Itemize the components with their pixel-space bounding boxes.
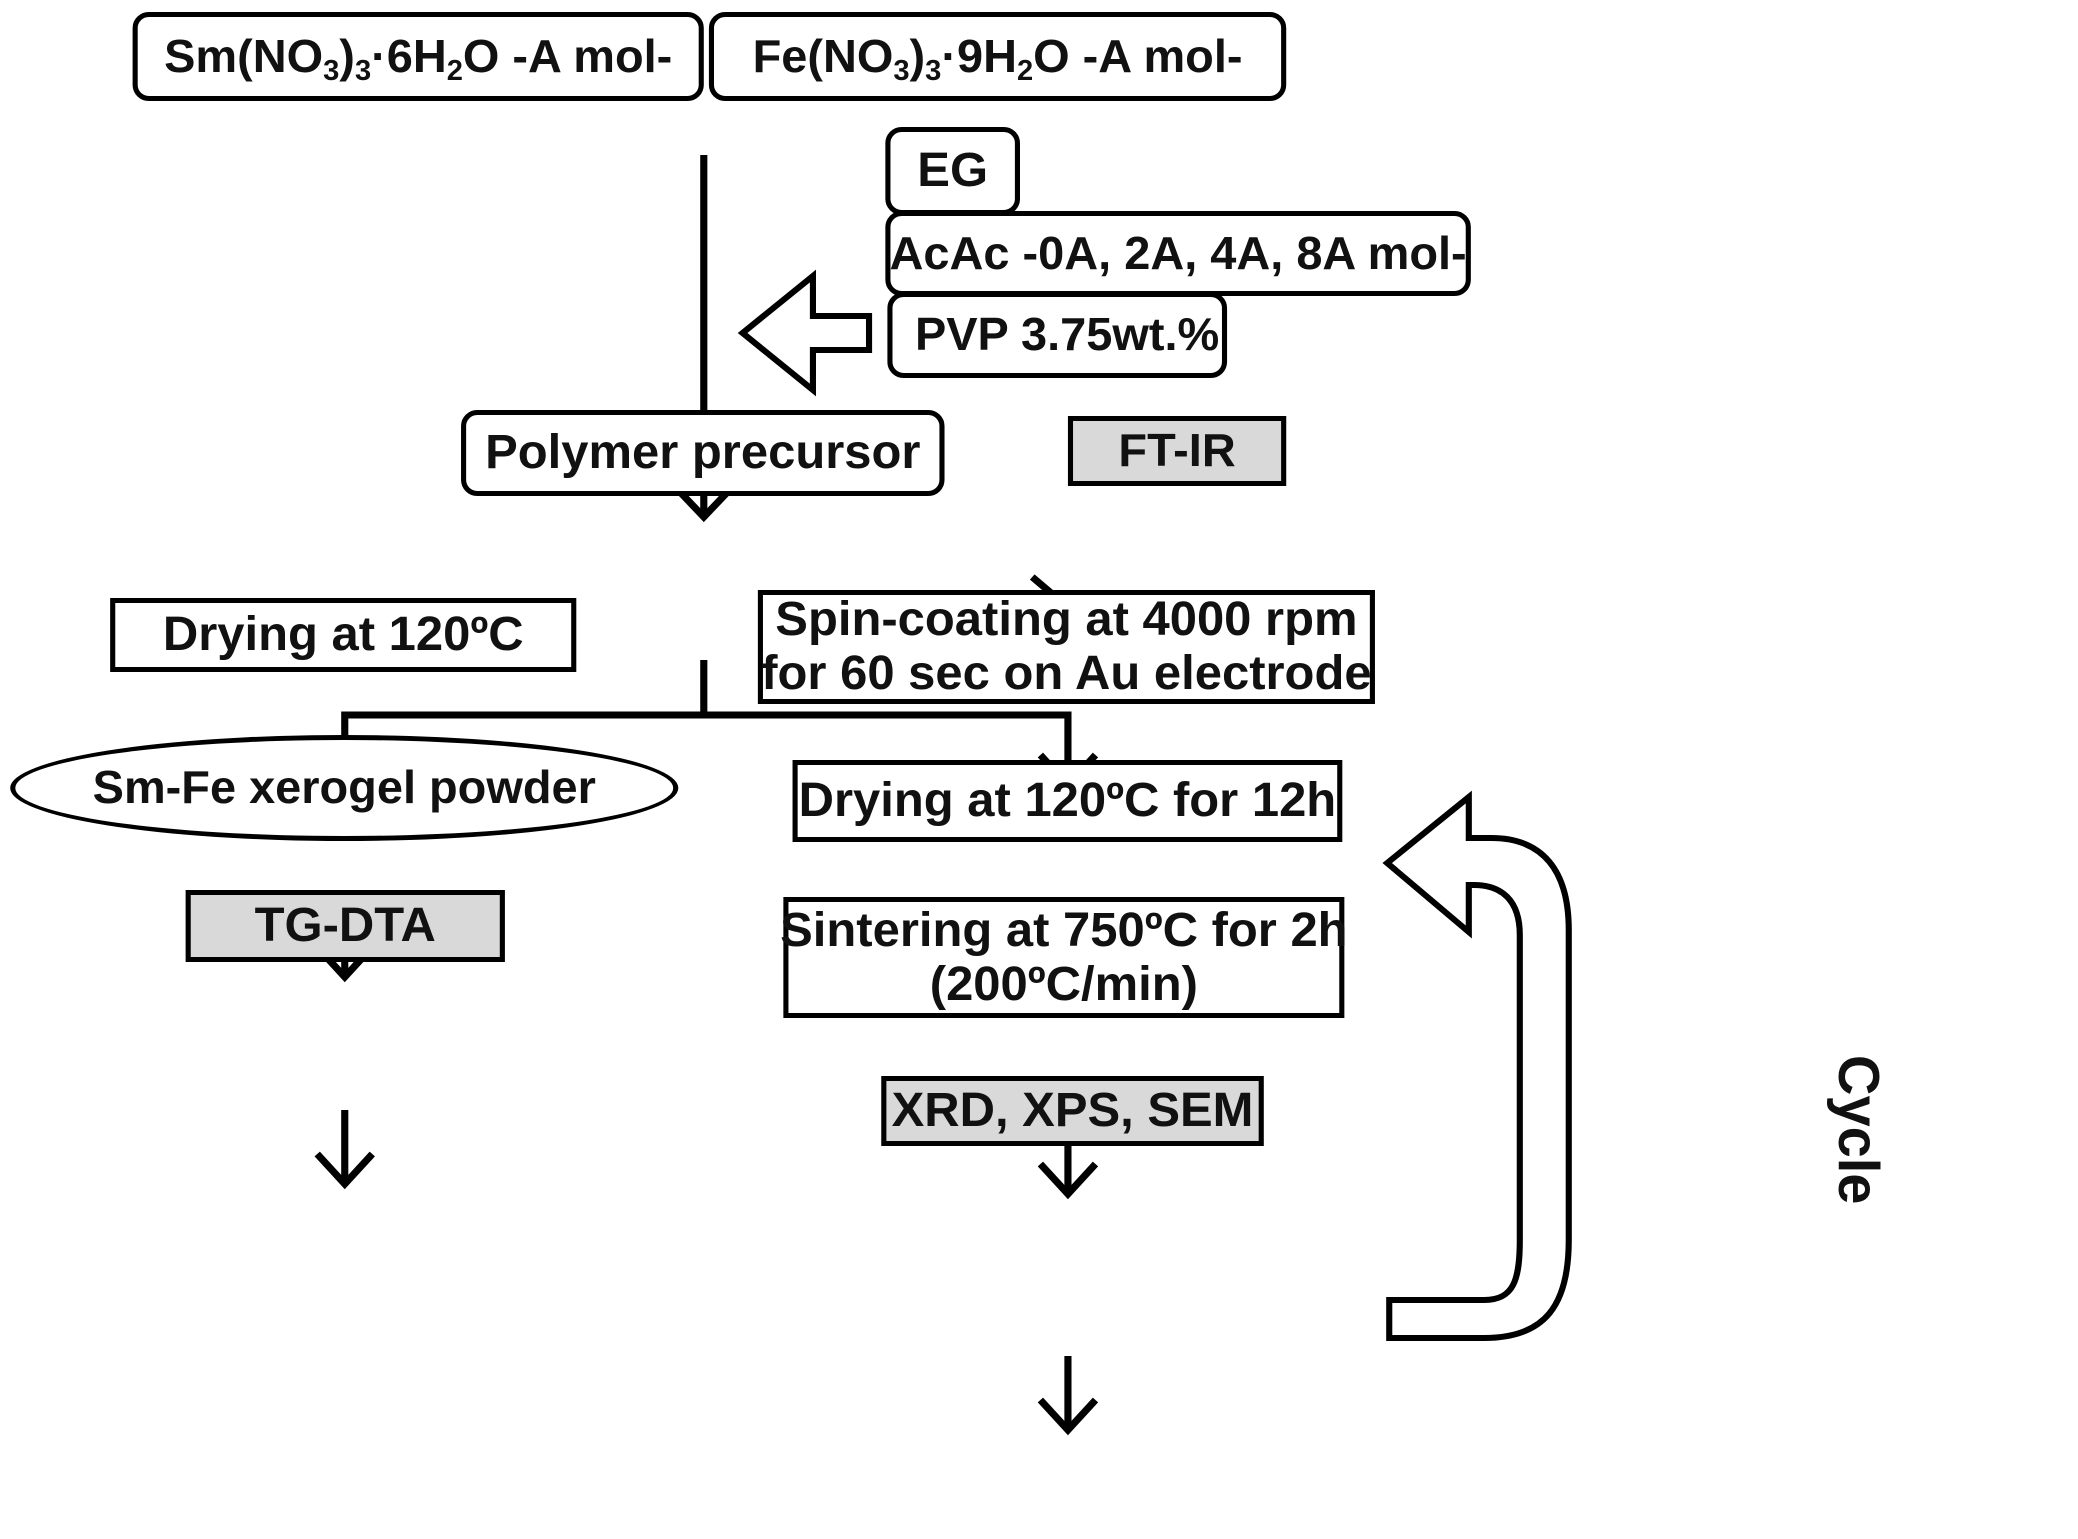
polymer-precursor-box: Polymer precursor <box>461 410 945 496</box>
eg-label: EG <box>917 144 989 198</box>
pvp-label: PVP 3.75wt.% <box>914 308 1220 361</box>
additive-block-arrow-icon <box>737 269 873 397</box>
left-drying-label: Drying at 120ºC <box>162 608 524 662</box>
fe-nitrate-label: Fe(NO3)3·9H2O -A mol- <box>752 29 1243 87</box>
spin-coating-box: Spin-coating at 4000 rpm for 60 sec on A… <box>757 590 1375 704</box>
sm-nitrate-label: Sm(NO3)3·6H2O -A mol- <box>164 29 673 87</box>
drying-sinter-arrowhead <box>1037 1161 1099 1200</box>
right-drying-box: Drying at 120ºC for 12h <box>792 760 1343 842</box>
tgdta-label: TG-DTA <box>254 899 436 953</box>
xerogel-ellipse: Sm-Fe xerogel powder <box>10 735 679 841</box>
xrd-xps-sem-box: XRD, XPS, SEM <box>881 1076 1264 1146</box>
cycle-arrow-icon <box>1382 790 1572 1341</box>
pvp-box: PVP 3.75wt.% <box>887 292 1228 378</box>
acac-box: AcAc -0A, 2A, 4A, 8A mol- <box>885 211 1471 296</box>
fe-nitrate-box: Fe(NO3)3·9H2O -A mol- <box>708 12 1287 101</box>
left-tgdta-arrowhead <box>314 1151 375 1190</box>
spin-coating-label: Spin-coating at 4000 rpm for 60 sec on A… <box>761 593 1372 700</box>
ftir-box: FT-IR <box>1067 416 1287 486</box>
eg-box: EG <box>885 127 1020 215</box>
left-drying-box: Drying at 120ºC <box>110 598 577 672</box>
cycle-label: Cycle <box>1826 1055 1892 1205</box>
tgdta-box: TG-DTA <box>185 890 505 962</box>
sintering-label: Sintering at 750ºC for 2h (200ºC/min) <box>780 903 1348 1011</box>
main-down-arrowhead <box>672 484 735 523</box>
sm-nitrate-box: Sm(NO3)3·6H2O -A mol- <box>132 12 704 101</box>
right-drying-label: Drying at 120ºC for 12h <box>798 774 1337 828</box>
sinter-analysis-arrowhead <box>1037 1397 1099 1436</box>
polymer-precursor-label: Polymer precursor <box>485 426 921 480</box>
xerogel-label: Sm-Fe xerogel powder <box>92 761 596 814</box>
sintering-box: Sintering at 750ºC for 2h (200ºC/min) <box>780 897 1348 1018</box>
xrd-xps-sem-label: XRD, XPS, SEM <box>891 1084 1254 1138</box>
ftir-label: FT-IR <box>1118 424 1236 477</box>
acac-label: AcAc -0A, 2A, 4A, 8A mol- <box>889 226 1467 279</box>
